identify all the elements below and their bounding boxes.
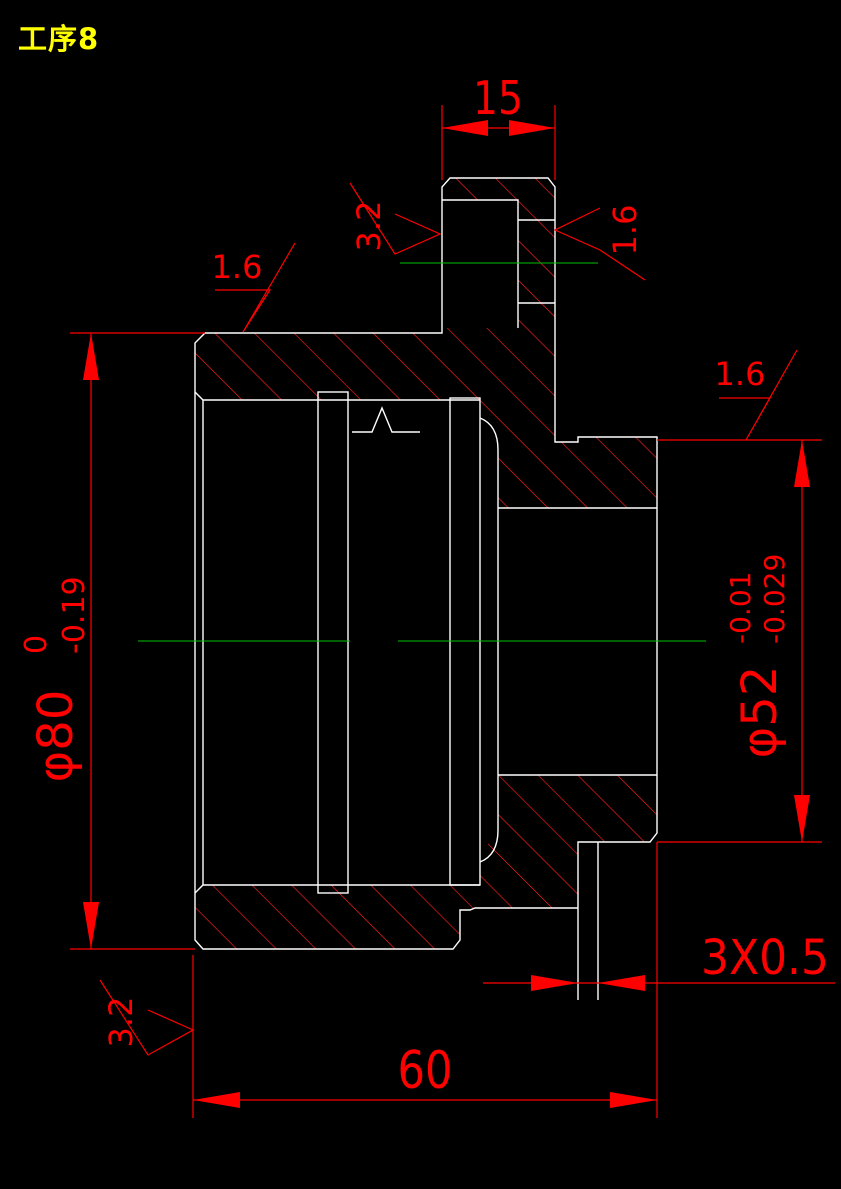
dim-phi52-lower: -0.029 (758, 554, 791, 644)
dimension-lines (70, 105, 835, 1118)
dim-60: 60 (398, 1041, 453, 1101)
dim-phi52: φ52 (732, 666, 788, 759)
dim-phi80-lower: -0.19 (57, 576, 92, 654)
process-title: 工序8 (18, 22, 100, 56)
centerlines (138, 262, 706, 642)
dim-15: 15 (473, 71, 523, 125)
roughness-top-right: 1.6 (606, 205, 644, 256)
roughness-top-left: 3.2 (350, 201, 388, 252)
dim-phi80: φ80 (28, 690, 84, 783)
roughness-bottom-left: 3.2 (102, 997, 140, 1048)
dim-phi80-upper: 0 (19, 635, 54, 654)
dimension-text: 15 1.6 1.6 3.2 1.6 3.2 φ80 0 -0.19 φ52 -… (19, 71, 829, 1101)
dim-phi52-upper: -0.01 (724, 572, 757, 644)
roughness-right-face: 1.6 (715, 355, 766, 393)
part-outline (194, 177, 658, 1000)
roughness-left-face: 1.6 (212, 248, 263, 286)
dim-groove: 3X0.5 (701, 930, 829, 986)
arrowheads (83, 120, 810, 1108)
